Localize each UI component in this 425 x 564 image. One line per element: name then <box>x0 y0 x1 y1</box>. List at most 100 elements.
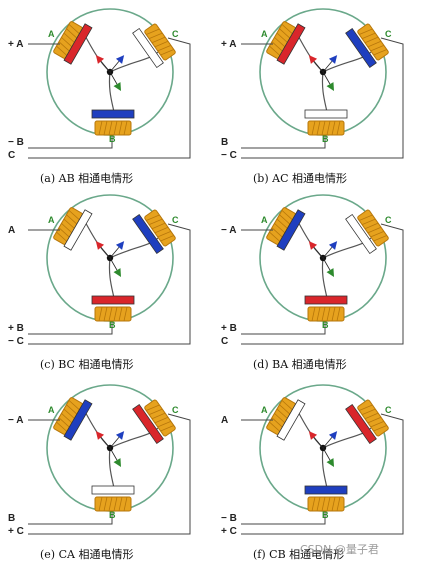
terminal-a-label: A <box>48 29 55 39</box>
terminal-b-label: B <box>109 134 116 144</box>
panel-caption: (b) AC 相通电情形 <box>253 172 347 185</box>
field-arrow-red <box>95 241 111 259</box>
coil-c <box>144 399 176 437</box>
coil-c <box>357 23 389 61</box>
panel-caption: (f) CB 相通电情形 <box>253 548 344 561</box>
coil-a <box>53 21 83 59</box>
coil-c <box>357 399 389 437</box>
magnet-b <box>304 109 348 119</box>
lead-c <box>28 413 191 535</box>
coil-c <box>144 209 176 247</box>
field-arrow-red <box>95 431 111 449</box>
coil-b <box>94 306 132 322</box>
coil-c <box>144 23 176 61</box>
terminal-a-label: A <box>261 215 268 225</box>
terminal-a-label: A <box>48 215 55 225</box>
lead-b-label: B <box>8 513 15 524</box>
magnet-b <box>91 109 135 119</box>
field-arrow-green <box>109 257 121 278</box>
coil-a <box>53 207 83 245</box>
lead-c-label: + C <box>8 526 24 537</box>
field-arrow-green <box>322 447 334 468</box>
panel-4: A C B − A B + C (e) CA 相通电情形 <box>8 384 191 561</box>
magnet-b <box>304 485 348 495</box>
lead-a-label: A <box>221 415 228 426</box>
coil-b <box>307 120 345 136</box>
terminal-c-label: C <box>172 405 179 415</box>
lead-b-label: + B <box>8 323 24 334</box>
field-arrow-blue <box>322 55 338 73</box>
lead-c <box>28 223 191 345</box>
field-arrow-green <box>109 71 121 92</box>
lead-b-label: B <box>221 137 228 148</box>
lead-b-label: + B <box>221 323 237 334</box>
terminal-b-label: B <box>109 320 116 330</box>
panel-5: A C B A − B + C (f) CB 相通电情形 <box>221 384 404 561</box>
field-arrow-red <box>308 241 324 259</box>
magnet-a <box>276 23 306 65</box>
lead-c <box>241 37 404 159</box>
coil-c <box>357 209 389 247</box>
field-arrow-blue <box>109 241 125 259</box>
terminal-c-label: C <box>172 29 179 39</box>
terminal-b-label: B <box>322 134 329 144</box>
lead-c-label: + C <box>221 526 237 537</box>
field-arrow-blue <box>109 431 125 449</box>
magnet-b <box>91 485 135 495</box>
magnet-a <box>276 209 306 251</box>
magnet-a <box>63 399 93 441</box>
magnet-b <box>304 295 348 305</box>
terminal-b-label: B <box>322 510 329 520</box>
panel-caption: (d) BA 相通电情形 <box>253 358 347 371</box>
lead-a-label: A <box>8 225 15 236</box>
lead-b <box>28 512 113 525</box>
magnet-a <box>63 23 93 65</box>
lead-b <box>241 322 326 335</box>
lead-a-label: + A <box>221 39 236 50</box>
field-arrow-blue <box>322 431 338 449</box>
terminal-a-label: A <box>261 405 268 415</box>
terminal-c-label: C <box>385 215 392 225</box>
magnet-c <box>132 213 164 255</box>
terminal-c-label: C <box>385 405 392 415</box>
magnet-c <box>345 213 377 255</box>
lead-b <box>28 136 113 149</box>
field-arrow-green <box>322 257 334 278</box>
lead-a-label: − A <box>221 225 236 236</box>
coil-b <box>307 306 345 322</box>
terminal-a-label: A <box>48 405 55 415</box>
lead-c <box>241 223 404 345</box>
field-arrow-red <box>308 431 324 449</box>
lead-b <box>241 136 326 149</box>
coil-b <box>307 496 345 512</box>
lead-c <box>241 413 404 535</box>
field-arrow-blue <box>109 55 125 73</box>
panel-3: A C B − A + B C (d) BA 相通电情形 <box>221 194 404 371</box>
terminal-c-label: C <box>172 215 179 225</box>
lead-b-label: − B <box>221 513 237 524</box>
field-arrow-green <box>322 71 334 92</box>
field-arrow-red <box>95 55 111 73</box>
magnet-c <box>132 403 164 445</box>
lead-c-label: C <box>8 150 15 161</box>
watermark: CSDN @量子君 <box>300 543 379 556</box>
magnet-c <box>345 403 377 445</box>
magnet-b <box>91 295 135 305</box>
panel-caption: (a) AB 相通电情形 <box>40 172 133 185</box>
terminal-b-label: B <box>109 510 116 520</box>
lead-c-label: − C <box>8 336 24 347</box>
terminal-b-label: B <box>322 320 329 330</box>
lead-b <box>28 322 113 335</box>
panel-caption: (e) CA 相通电情形 <box>40 548 133 561</box>
coil-b <box>94 120 132 136</box>
terminal-a-label: A <box>261 29 268 39</box>
lead-c <box>28 37 191 159</box>
lead-a-label: − A <box>8 415 23 426</box>
lead-a-label: + A <box>8 39 23 50</box>
lead-c-label: C <box>221 336 228 347</box>
field-arrow-green <box>109 447 121 468</box>
magnet-c <box>345 27 377 69</box>
